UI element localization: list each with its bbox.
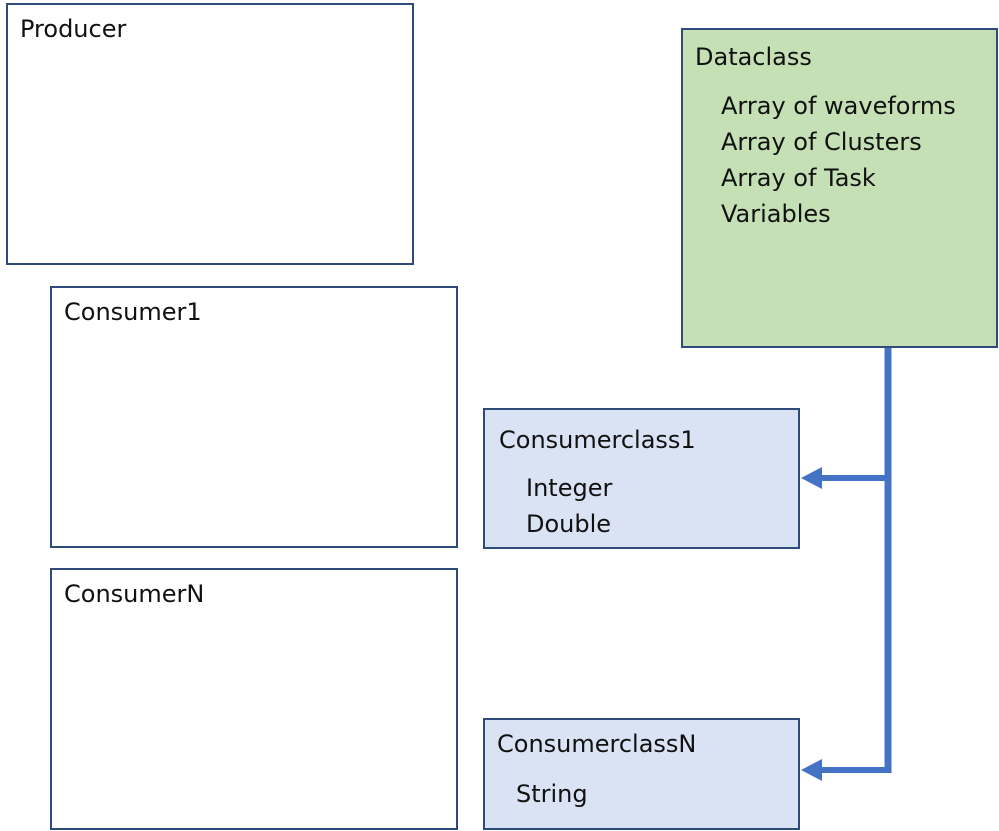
consumer1-title: Consumer1 (64, 298, 202, 326)
producer-title: Producer (20, 15, 127, 43)
dataclass-title: Dataclass (695, 43, 812, 71)
consumerclassN-member: String (516, 780, 588, 808)
consumerclass1-member: Integer (526, 474, 613, 502)
producer-box: Producer (6, 3, 414, 265)
dataclass-member-list: Array of waveforms Array of Clusters Arr… (721, 88, 956, 232)
consumerclass1-box: Consumerclass1 Integer Double (483, 408, 800, 549)
dataclass-member: Array of Task (721, 164, 876, 192)
consumer1-box: Consumer1 (50, 286, 458, 548)
consumerclass1-member: Double (526, 510, 612, 538)
consumerclass1-member-list: Integer Double (526, 470, 612, 542)
arrowhead-consumerclass1-icon (801, 467, 822, 489)
arrowhead-consumerclassN-icon (801, 759, 822, 781)
consumerclass1-title: Consumerclass1 (499, 426, 696, 454)
dataclass-member: Variables (721, 200, 831, 228)
dataclass-member: Array of Clusters (721, 128, 922, 156)
consumerN-title: ConsumerN (64, 580, 205, 608)
dataclass-box: Dataclass Array of waveforms Array of Cl… (681, 28, 998, 348)
consumerclassN-member-list: String (516, 776, 588, 812)
consumerN-box: ConsumerN (50, 568, 458, 830)
dataclass-member: Array of waveforms (721, 92, 956, 120)
consumerclassN-title: ConsumerclassN (497, 730, 697, 758)
consumerclassN-box: ConsumerclassN String (483, 718, 800, 830)
